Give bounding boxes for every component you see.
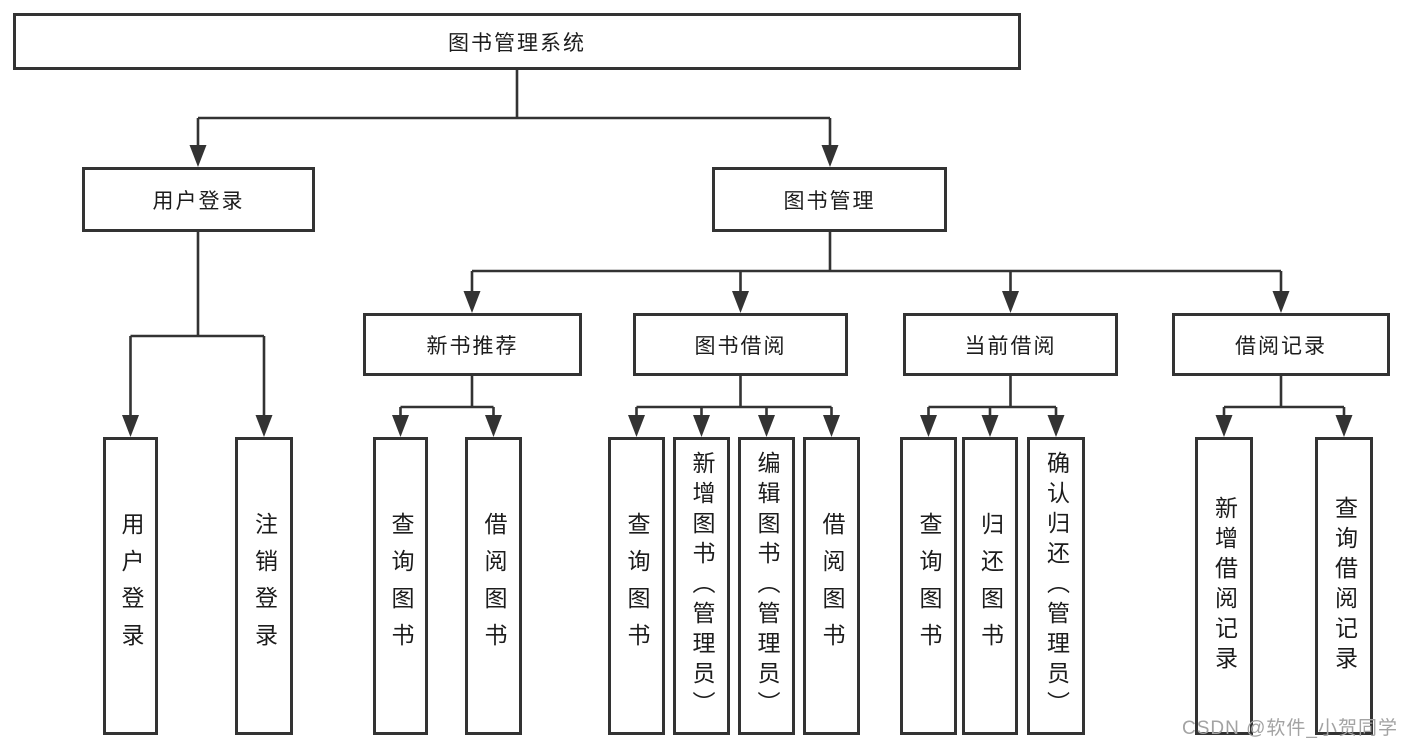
leaf-add-books-admin: 新增图书（管理员） [673, 437, 730, 735]
leaf-add-borrow-record: 新增借阅记录 [1195, 437, 1253, 735]
node-borrowing-records: 借阅记录 [1172, 313, 1390, 376]
leaf-query-books-current: 查询图书 [900, 437, 957, 735]
leaf-query-borrow-record: 查询借阅记录 [1315, 437, 1373, 735]
leaf-return-books: 归还图书 [962, 437, 1018, 735]
leaf-query-books-borrow: 查询图书 [608, 437, 665, 735]
node-book-management: 图书管理 [712, 167, 947, 232]
leaf-user-login: 用户登录 [103, 437, 158, 735]
leaf-borrow-books: 借阅图书 [803, 437, 860, 735]
leaf-edit-books-admin: 编辑图书（管理员） [738, 437, 795, 735]
leaf-borrow-books-recommend: 借阅图书 [465, 437, 522, 735]
node-book-borrowing: 图书借阅 [633, 313, 848, 376]
leaf-logout: 注销登录 [235, 437, 293, 735]
node-new-book-recommendation: 新书推荐 [363, 313, 582, 376]
node-user-login: 用户登录 [82, 167, 315, 232]
node-current-borrowing: 当前借阅 [903, 313, 1118, 376]
leaf-confirm-return-admin: 确认归还（管理员） [1027, 437, 1085, 735]
csdn-watermark: CSDN @软件_小贺同学 [1182, 718, 1398, 739]
node-library-management-system: 图书管理系统 [13, 13, 1021, 70]
leaf-query-books-recommend: 查询图书 [373, 437, 428, 735]
